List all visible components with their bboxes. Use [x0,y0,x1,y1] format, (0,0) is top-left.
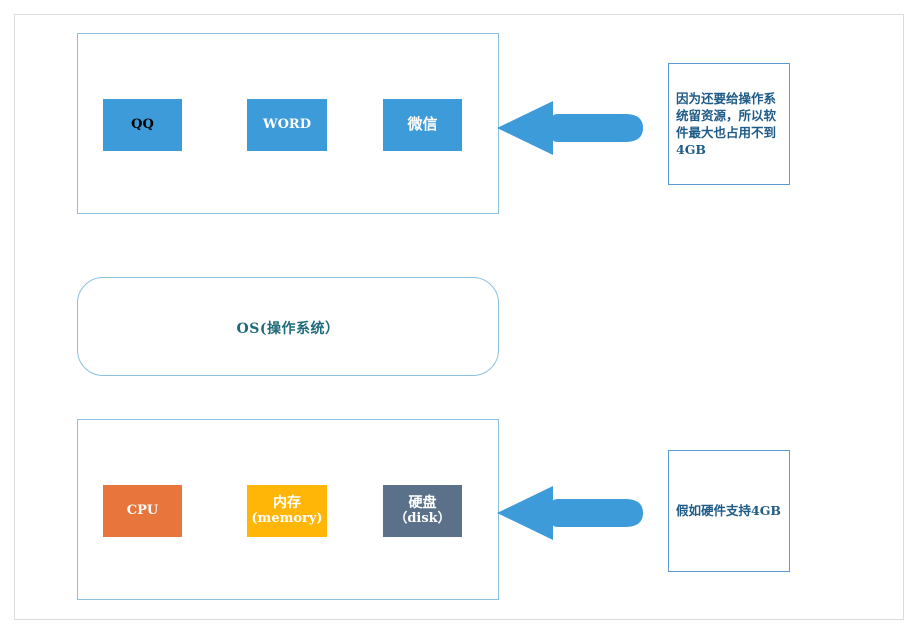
hardware-block-disk[interactable]: 硬盘 （disk） [383,485,462,537]
software-note-text: 因为还要给操作系统留资源，所以软件最大也占用不到4GB [676,90,777,158]
hardware-block-cpu-label: CPU [126,502,159,518]
app-block-word[interactable]: WORD [247,99,327,151]
hardware-block-memory[interactable]: 内存 (memory) [247,485,327,537]
app-block-wechat[interactable]: 微信 [383,99,462,151]
os-layer-label: OS(操作系统） [236,321,340,337]
hardware-note-arrow [497,484,643,542]
app-block-qq[interactable]: QQ [103,99,182,151]
hardware-note-text: 假如硬件支持4GB [676,503,781,519]
app-block-qq-label: QQ [131,116,154,132]
software-note-box: 因为还要给操作系统留资源，所以软件最大也占用不到4GB [668,63,790,185]
left-arrow-icon [497,101,643,155]
hardware-block-memory-label: 内存 [273,495,301,512]
os-layer-container: OS(操作系统） [77,277,499,376]
hardware-block-cpu[interactable]: CPU [103,485,182,537]
hardware-block-disk-sublabel: （disk） [394,510,451,526]
app-block-word-label: WORD [262,116,311,132]
hardware-block-disk-label: 硬盘 [408,495,437,512]
hardware-note-box: 假如硬件支持4GB [668,450,790,572]
hardware-block-memory-sublabel: (memory) [251,510,323,526]
software-note-arrow [497,99,643,157]
app-block-wechat-label: 微信 [407,115,438,134]
left-arrow-icon [497,486,643,540]
